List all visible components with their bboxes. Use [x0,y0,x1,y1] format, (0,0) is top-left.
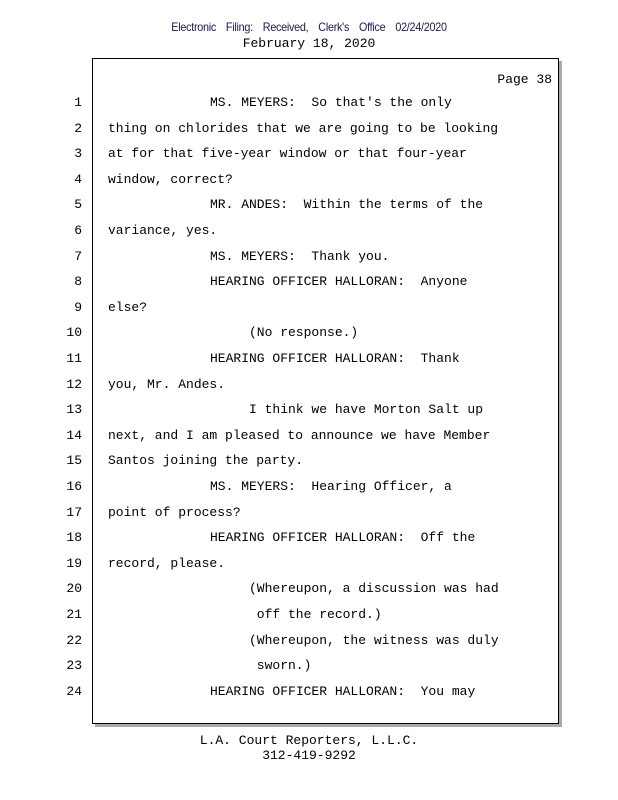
transcript-line: else? [108,299,148,315]
transcript-line: window, correct? [108,171,233,187]
line-number: 3 [74,146,82,162]
transcript-line: point of process? [108,504,241,520]
line-number: 19 [66,555,82,571]
line-number: 5 [74,197,82,213]
transcript-line: variance, yes. [108,223,218,238]
line-number: 23 [66,658,82,674]
line-number: 14 [66,427,82,443]
transcript-line: at for that five-year window or that fou… [108,146,467,162]
line-number: 4 [74,171,82,187]
transcript-line: sworn.) [249,658,312,674]
line-number: 16 [66,479,82,494]
transcript-line: next, and I am pleased to announce we ha… [108,427,491,443]
line-number: 20 [66,581,82,597]
transcript-line: HEARING OFFICER HALLORAN: Thank [210,351,460,366]
transcript-line: Santos joining the party. [108,453,304,469]
line-number: 15 [66,453,82,469]
transcript-line: I think we have Morton Salt up [249,402,484,418]
transcript-line: MS. MEYERS: So that's the only [210,95,452,110]
line-number: 24 [66,683,82,699]
reporter-company: L.A. Court Reporters, L.L.C. [199,733,419,748]
line-number: 7 [74,248,82,264]
transcript-line: record, please. [108,555,226,571]
transcript-line: MS. MEYERS: Hearing Officer, a [210,479,452,494]
transcript-line: thing on chlorides that we are going to … [108,120,499,136]
line-number: 21 [66,607,82,622]
filing-stamp: Electronic Filing: Received, Clerk's Off… [171,20,447,34]
line-number: 8 [74,274,82,290]
transcript-line: (Whereupon, a discussion was had [249,581,499,597]
transcript-line: MS. MEYERS: Thank you. [210,248,390,264]
transcript-line: MR. ANDES: Within the terms of the [210,197,484,213]
transcript-line: you, Mr. Andes. [108,376,226,392]
line-number: 13 [66,402,82,418]
line-number: 1 [74,95,82,110]
transcript-line: HEARING OFFICER HALLORAN: You may [210,683,476,699]
line-number: 9 [74,299,82,315]
reporter-phone: 312-419-9292 [262,748,356,763]
transcript-line: HEARING OFFICER HALLORAN: Off the [210,530,476,546]
transcript-line: (No response.) [249,325,359,341]
line-number: 10 [66,325,82,341]
line-number: 11 [66,351,82,366]
transcript-line: (Whereupon, the witness was duly [249,632,499,648]
line-number: 18 [66,530,82,546]
footer: L.A. Court Reporters, L.L.C. 312-419-929… [0,733,618,763]
line-number: 6 [74,223,82,238]
transcript-date: February 18, 2020 [242,36,376,51]
line-number: 17 [66,504,82,520]
line-number: 22 [66,632,82,648]
transcript-page: Page 38 [92,58,559,724]
transcript-line: HEARING OFFICER HALLORAN: Anyone [210,274,468,290]
line-number: 12 [66,376,82,392]
line-number: 2 [74,120,82,136]
transcript-line: off the record.) [249,607,382,622]
page-number: Page 38 [497,72,552,87]
